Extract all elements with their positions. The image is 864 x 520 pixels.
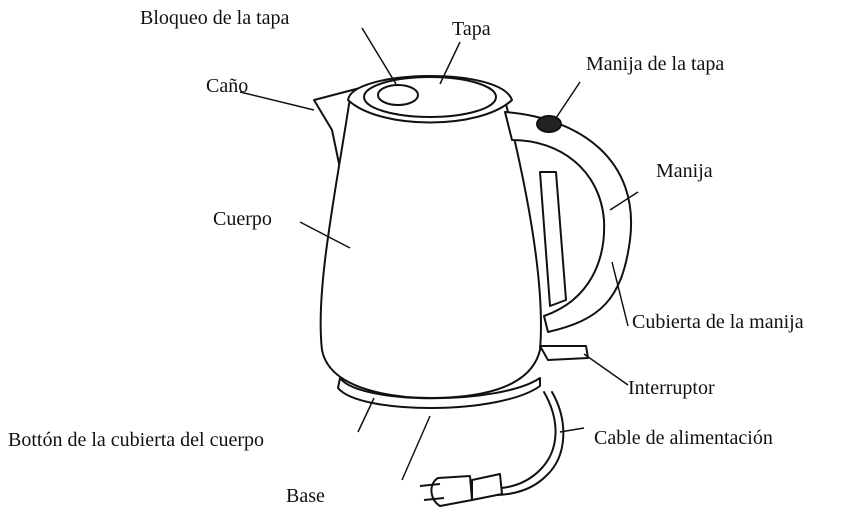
handle-inner-panel (539, 171, 567, 307)
leader-handle (609, 191, 639, 211)
label-power-cable: Cable de alimentación (594, 427, 773, 449)
leader-body (299, 221, 351, 249)
label-body-bottom-cover: Bottón de la cubierta del cuerpo (8, 429, 265, 451)
leader-handle-cover (611, 261, 629, 327)
label-lid-lock: Bloqueo de la tapa (140, 7, 290, 29)
switch-shape (539, 345, 589, 361)
leader-switch (583, 353, 629, 386)
power-cable-shape (471, 391, 557, 490)
plug-grip (471, 473, 503, 501)
leader-body-bottom-cover (357, 397, 375, 433)
label-handle: Manija (656, 160, 713, 182)
leader-power-cable (559, 427, 585, 433)
label-lid: Tapa (452, 18, 491, 40)
leader-lid-lock (361, 27, 397, 85)
plug-body (430, 475, 473, 507)
label-switch: Interruptor (628, 377, 715, 399)
lid-handle-button (536, 115, 562, 133)
leader-spout (239, 91, 315, 111)
leader-base (401, 415, 431, 481)
label-handle-cover: Cubierta de la manija (632, 311, 804, 333)
label-spout: Caño (206, 75, 249, 97)
label-lid-handle: Manija de la tapa (586, 53, 725, 75)
leader-lid-handle (555, 81, 581, 119)
label-base: Base (286, 485, 325, 507)
leader-lid (439, 41, 461, 85)
base-shape (337, 377, 541, 409)
handle-shape (504, 111, 633, 333)
body-shape (319, 97, 542, 399)
lid-lock-button (377, 84, 419, 106)
label-body: Cuerpo (213, 208, 272, 230)
